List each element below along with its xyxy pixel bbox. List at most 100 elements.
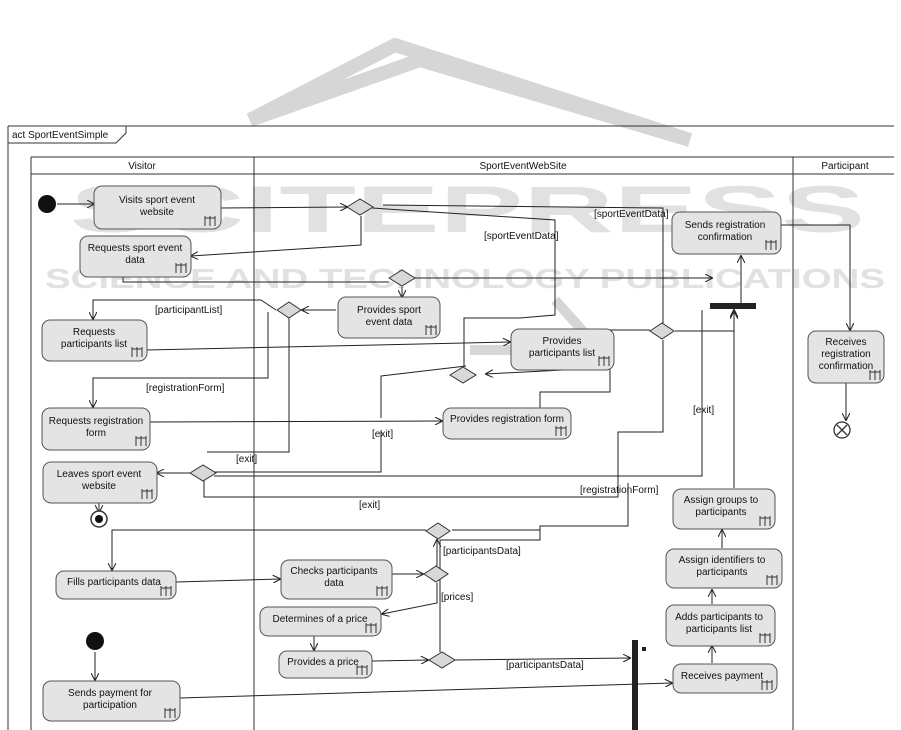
action-provides-participants-list: Provides participants list: [510, 328, 615, 371]
action-requests-sport-event-data: Requests sport event data: [79, 235, 192, 278]
flow-exit-right: [214, 310, 703, 477]
flow-sport-event-data-1b: [463, 317, 520, 366]
flow-sends-payment-to-receives-payment: [179, 683, 672, 699]
flow-requests-form-to-provides-form: [149, 421, 442, 422]
flow-requests-data-to-fork: [122, 276, 389, 283]
svg-text:participants: participants: [696, 567, 747, 578]
join-bar-bottom: [632, 640, 638, 730]
action-requests-participants-list: Requests participants list: [41, 319, 148, 362]
flow-provides-form-to-decision: [539, 329, 650, 408]
flow-merge-to-join: [454, 658, 630, 660]
merge-price: [428, 651, 456, 669]
svg-text:data: data: [324, 578, 344, 589]
flow-decision-to-bar: [675, 310, 734, 332]
join-bar-top: [710, 303, 756, 309]
decision-merge-1: [346, 198, 374, 216]
guard-registration-form-1: [registrationForm]: [146, 383, 225, 394]
guard-exit-3: [exit]: [693, 405, 714, 416]
action-fills-participants-data: Fills participants data: [55, 570, 177, 600]
svg-text:Requests: Requests: [73, 327, 115, 338]
flow-final-cross: [836, 424, 848, 436]
flow-list-exit: [380, 365, 467, 418]
svg-text:Adds participants to: Adds participants to: [675, 612, 763, 623]
svg-text:Provides a price: Provides a price: [287, 657, 359, 668]
flow-requests-list-to-provides-list: [146, 342, 510, 351]
activity-final-inner: [95, 515, 103, 523]
guard-exit-4: [exit]: [359, 500, 380, 511]
action-adds-participants: Adds participants to participants list: [665, 604, 776, 647]
action-leaves-website: Leaves sport event website: [42, 461, 158, 504]
lane-visitor-title: Visitor: [128, 161, 156, 172]
decision-participants-data: [425, 522, 451, 540]
action-requests-registration-form: Requests registration form: [41, 407, 151, 451]
watermark-logo-shape: [246, 37, 693, 147]
action-provides-registration-form: Provides registration form: [442, 407, 572, 440]
svg-text:Leaves sport event: Leaves sport event: [57, 469, 142, 480]
svg-text:Determines of a price: Determines of a price: [272, 614, 367, 625]
svg-text:Provides registration form: Provides registration form: [450, 414, 564, 425]
svg-text:Requests sport event: Requests sport event: [88, 243, 183, 254]
svg-text:confirmation: confirmation: [698, 232, 752, 243]
control-nodes: [38, 195, 851, 730]
svg-text:registration: registration: [821, 349, 870, 360]
svg-text:data: data: [125, 255, 145, 266]
flow-decision-to-determines: [382, 583, 438, 614]
lane-participant-title: Participant: [821, 161, 868, 172]
flow-decision-to-fills: [112, 529, 426, 570]
flow-sends-to-receives-confirmation: [781, 224, 850, 330]
flow-sport-event-data-1: [371, 207, 556, 319]
svg-text:Requests registration: Requests registration: [49, 416, 144, 427]
actions: Visits sport event website Requests spor…: [41, 185, 885, 722]
frame: act SportEventSimple: [7, 125, 894, 730]
action-assign-groups: Assign groups to participants: [672, 488, 776, 530]
svg-text:website: website: [139, 207, 174, 218]
action-sends-registration-confirmation: Sends registration confirmation: [671, 211, 782, 255]
flow-merge-up: [439, 526, 541, 652]
flow-fills-to-checks: [175, 579, 280, 582]
svg-text:participants list: participants list: [61, 339, 127, 350]
action-provides-sport-event-data: Provides sport event data: [337, 296, 441, 339]
guard-sport-event-data-2: [sportEventData]: [594, 209, 669, 220]
flow-merge-to-requests-data: [191, 216, 362, 256]
action-assign-identifiers: Assign identifiers to participants: [665, 548, 783, 589]
guard-participant-list: [participantList]: [155, 305, 222, 316]
initial-node: [38, 195, 56, 213]
svg-text:participants list: participants list: [529, 348, 595, 359]
decision-list: [449, 366, 477, 384]
guards: [sportEventData] [sportEventData] [parti…: [146, 209, 714, 671]
svg-text:Assign groups to: Assign groups to: [684, 495, 759, 506]
flow-provides-list-to-decision: [486, 369, 564, 374]
flow-registration-form-2: [203, 340, 664, 498]
guard-exit-2: [exit]: [236, 454, 257, 465]
action-provides-price: Provides a price: [278, 650, 373, 679]
svg-text:Fills participants data: Fills participants data: [67, 577, 161, 588]
action-receives-registration-confirmation: Receives registration confirmation: [807, 330, 885, 384]
svg-text:Assign identifiers to: Assign identifiers to: [679, 555, 766, 566]
join-bar-marker: [642, 647, 646, 651]
svg-text:Sends payment for: Sends payment for: [68, 688, 153, 699]
svg-text:participants: participants: [695, 507, 746, 518]
flow-exit-to-leaves: [214, 430, 382, 473]
svg-text:Sends registration: Sends registration: [685, 220, 766, 231]
flow-provides-price-to-merge: [371, 660, 428, 661]
decision-fork-1: [388, 269, 416, 287]
guard-participants-data-2: [participantsData]: [506, 660, 584, 671]
decision-form: [649, 322, 675, 340]
flow-sport-event-data-2: [382, 204, 664, 324]
action-visits-website: Visits sport event website: [93, 185, 222, 230]
guard-participants-data-1: [participantsData]: [443, 546, 521, 557]
decision-check: [423, 565, 449, 583]
svg-text:website: website: [81, 481, 116, 492]
swimlanes: Visitor SportEventWebSite Participant: [30, 156, 894, 730]
svg-text:Provides sport: Provides sport: [357, 305, 421, 316]
guard-exit-1: [exit]: [372, 429, 393, 440]
svg-text:event data: event data: [366, 317, 413, 328]
flow-visits-to-merge: [220, 207, 347, 208]
control-flows: [57, 204, 850, 699]
merge-exit: [189, 464, 217, 482]
guard-prices: [prices]: [441, 592, 473, 603]
svg-text:Receives: Receives: [825, 337, 866, 348]
svg-text:participation: participation: [83, 700, 137, 711]
decision-participant-list: [276, 301, 302, 319]
